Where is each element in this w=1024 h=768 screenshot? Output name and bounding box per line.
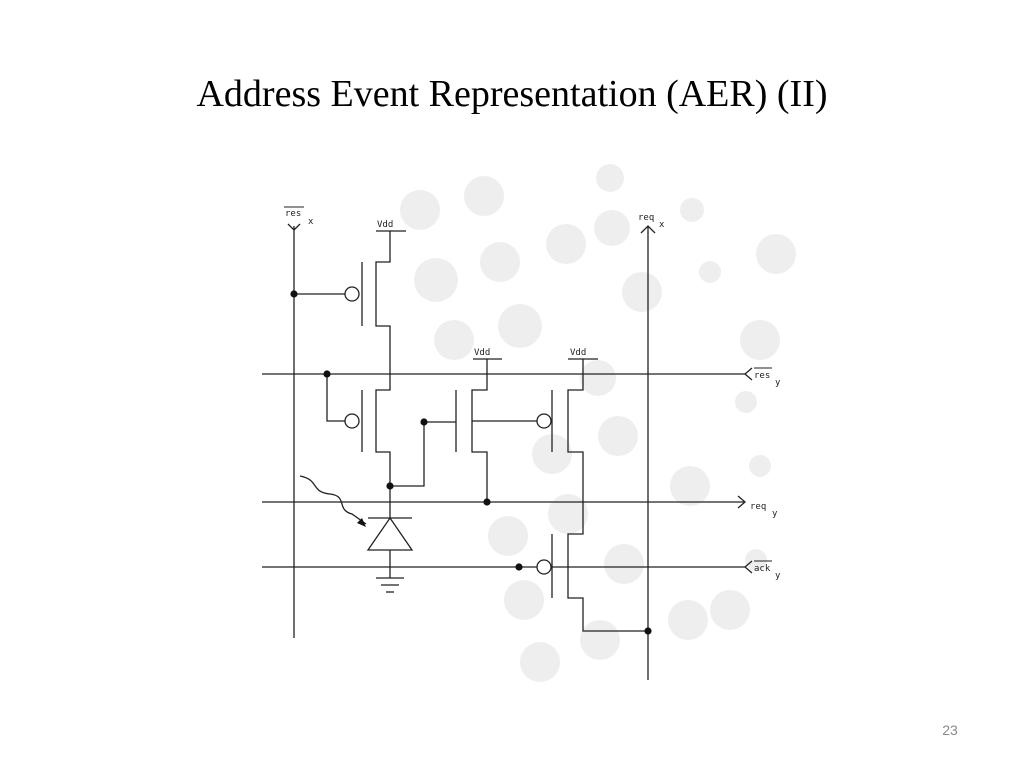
svg-text:y: y [775,378,781,388]
svg-text:y: y [775,571,781,581]
label-vdd-1: Vdd [377,220,393,230]
req-x-line [640,225,656,680]
transistor-m1 [294,231,391,486]
res-y-line [262,367,753,381]
label-req-y: req y [750,502,778,519]
ack-y-line [262,560,753,574]
label-res-x: res x [284,206,314,227]
svg-text:y: y [772,509,778,519]
slide-title: Address Event Representation (AER) (II) [196,73,828,115]
label-res-y: res y [754,367,781,388]
res-x-line [287,223,301,638]
junction-dots [290,290,652,635]
svg-text:res: res [754,371,770,381]
req-y-line [262,495,746,509]
svg-text:res: res [285,209,301,219]
feedback-wire [472,413,552,429]
svg-text:x: x [308,217,314,227]
label-vdd-3: Vdd [570,348,586,358]
svg-text:req: req [638,213,654,223]
svg-text:req: req [750,502,766,512]
svg-text:ack: ack [754,564,771,574]
transistor-m2 [326,374,363,452]
light-arrow-icon [299,475,367,527]
page-number: 23 [942,722,958,738]
node-wiring [390,421,456,487]
transistor-m5 [536,534,553,598]
label-req-x: req x [638,213,665,230]
label-vdd-2: Vdd [474,348,490,358]
background-dot-pattern [400,164,796,682]
photodiode [366,486,414,593]
transistor-m3 [455,359,488,502]
svg-text:x: x [659,220,665,230]
label-ack-y: ack y [754,560,781,581]
transistor-m4 [551,359,648,632]
